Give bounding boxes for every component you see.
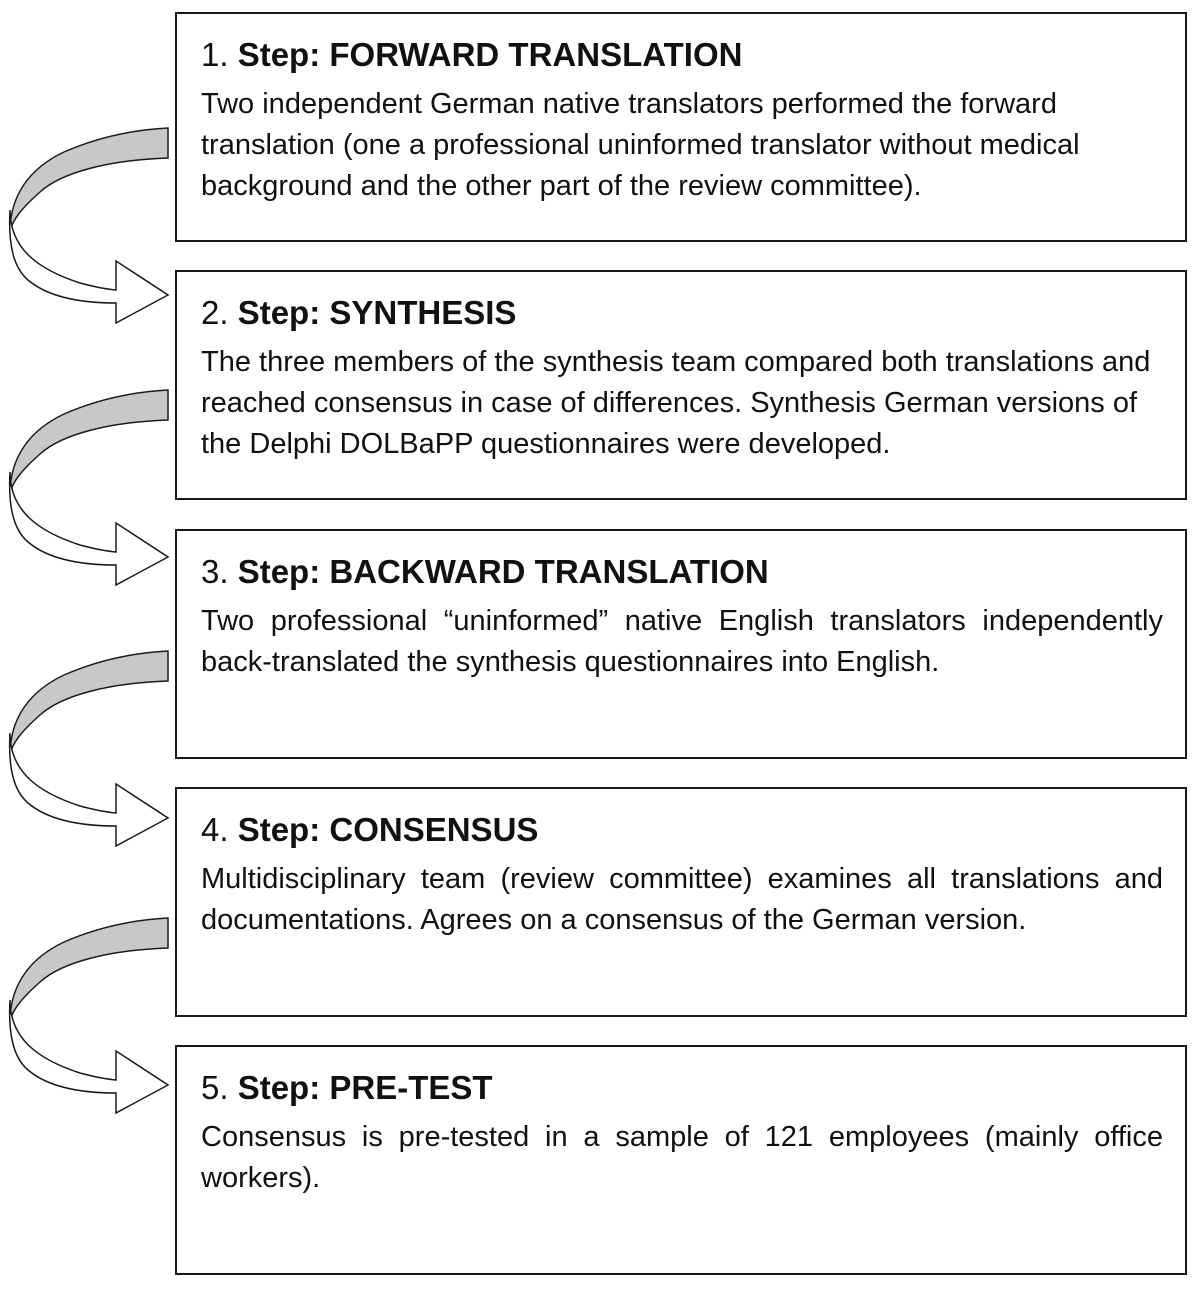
step-description: Consensus is pre-tested in a sample of 1… — [201, 1121, 1163, 1194]
step-label: Step: SYNTHESIS — [237, 294, 517, 331]
curved-arrow-1-to-2 — [8, 127, 170, 325]
step-description: Multidisciplinary team (review committee… — [201, 863, 1163, 936]
step-title: 4. Step: CONSENSUS — [201, 811, 538, 849]
step-title: 2. Step: SYNTHESIS — [201, 294, 516, 332]
step-title: 3. Step: BACKWARD TRANSLATION — [201, 553, 769, 591]
step-number: 5. — [201, 1069, 229, 1106]
step-title: 1. Step: FORWARD TRANSLATION — [201, 36, 742, 74]
step-description: Two professional “uninformed” native Eng… — [201, 605, 1163, 678]
step-box-synthesis: 2. Step: SYNTHESIS The three members of … — [175, 270, 1187, 500]
step-label: Step: CONSENSUS — [237, 811, 539, 848]
step-box-forward-translation: 1. Step: FORWARD TRANSLATION Two indepen… — [175, 12, 1187, 242]
curved-arrow-2-to-3 — [8, 389, 170, 587]
step-description: Two independent German native translator… — [201, 88, 1080, 202]
step-label: Step: BACKWARD TRANSLATION — [237, 553, 769, 590]
step-box-consensus: 4. Step: CONSENSUS Multidisciplinary tea… — [175, 787, 1187, 1017]
step-label: Step: FORWARD TRANSLATION — [237, 36, 743, 73]
step-number: 3. — [201, 553, 229, 590]
step-number: 2. — [201, 294, 229, 331]
step-number: 4. — [201, 811, 229, 848]
step-title: 5. Step: PRE-TEST — [201, 1069, 493, 1107]
step-description: The three members of the synthesis team … — [201, 346, 1151, 460]
step-label: Step: PRE-TEST — [237, 1069, 493, 1106]
step-number: 1. — [201, 36, 229, 73]
step-box-backward-translation: 3. Step: BACKWARD TRANSLATION Two profes… — [175, 529, 1187, 759]
curved-arrow-3-to-4 — [8, 650, 170, 848]
step-box-pre-test: 5. Step: PRE-TEST Consensus is pre-teste… — [175, 1045, 1187, 1275]
curved-arrow-4-to-5 — [8, 917, 170, 1115]
